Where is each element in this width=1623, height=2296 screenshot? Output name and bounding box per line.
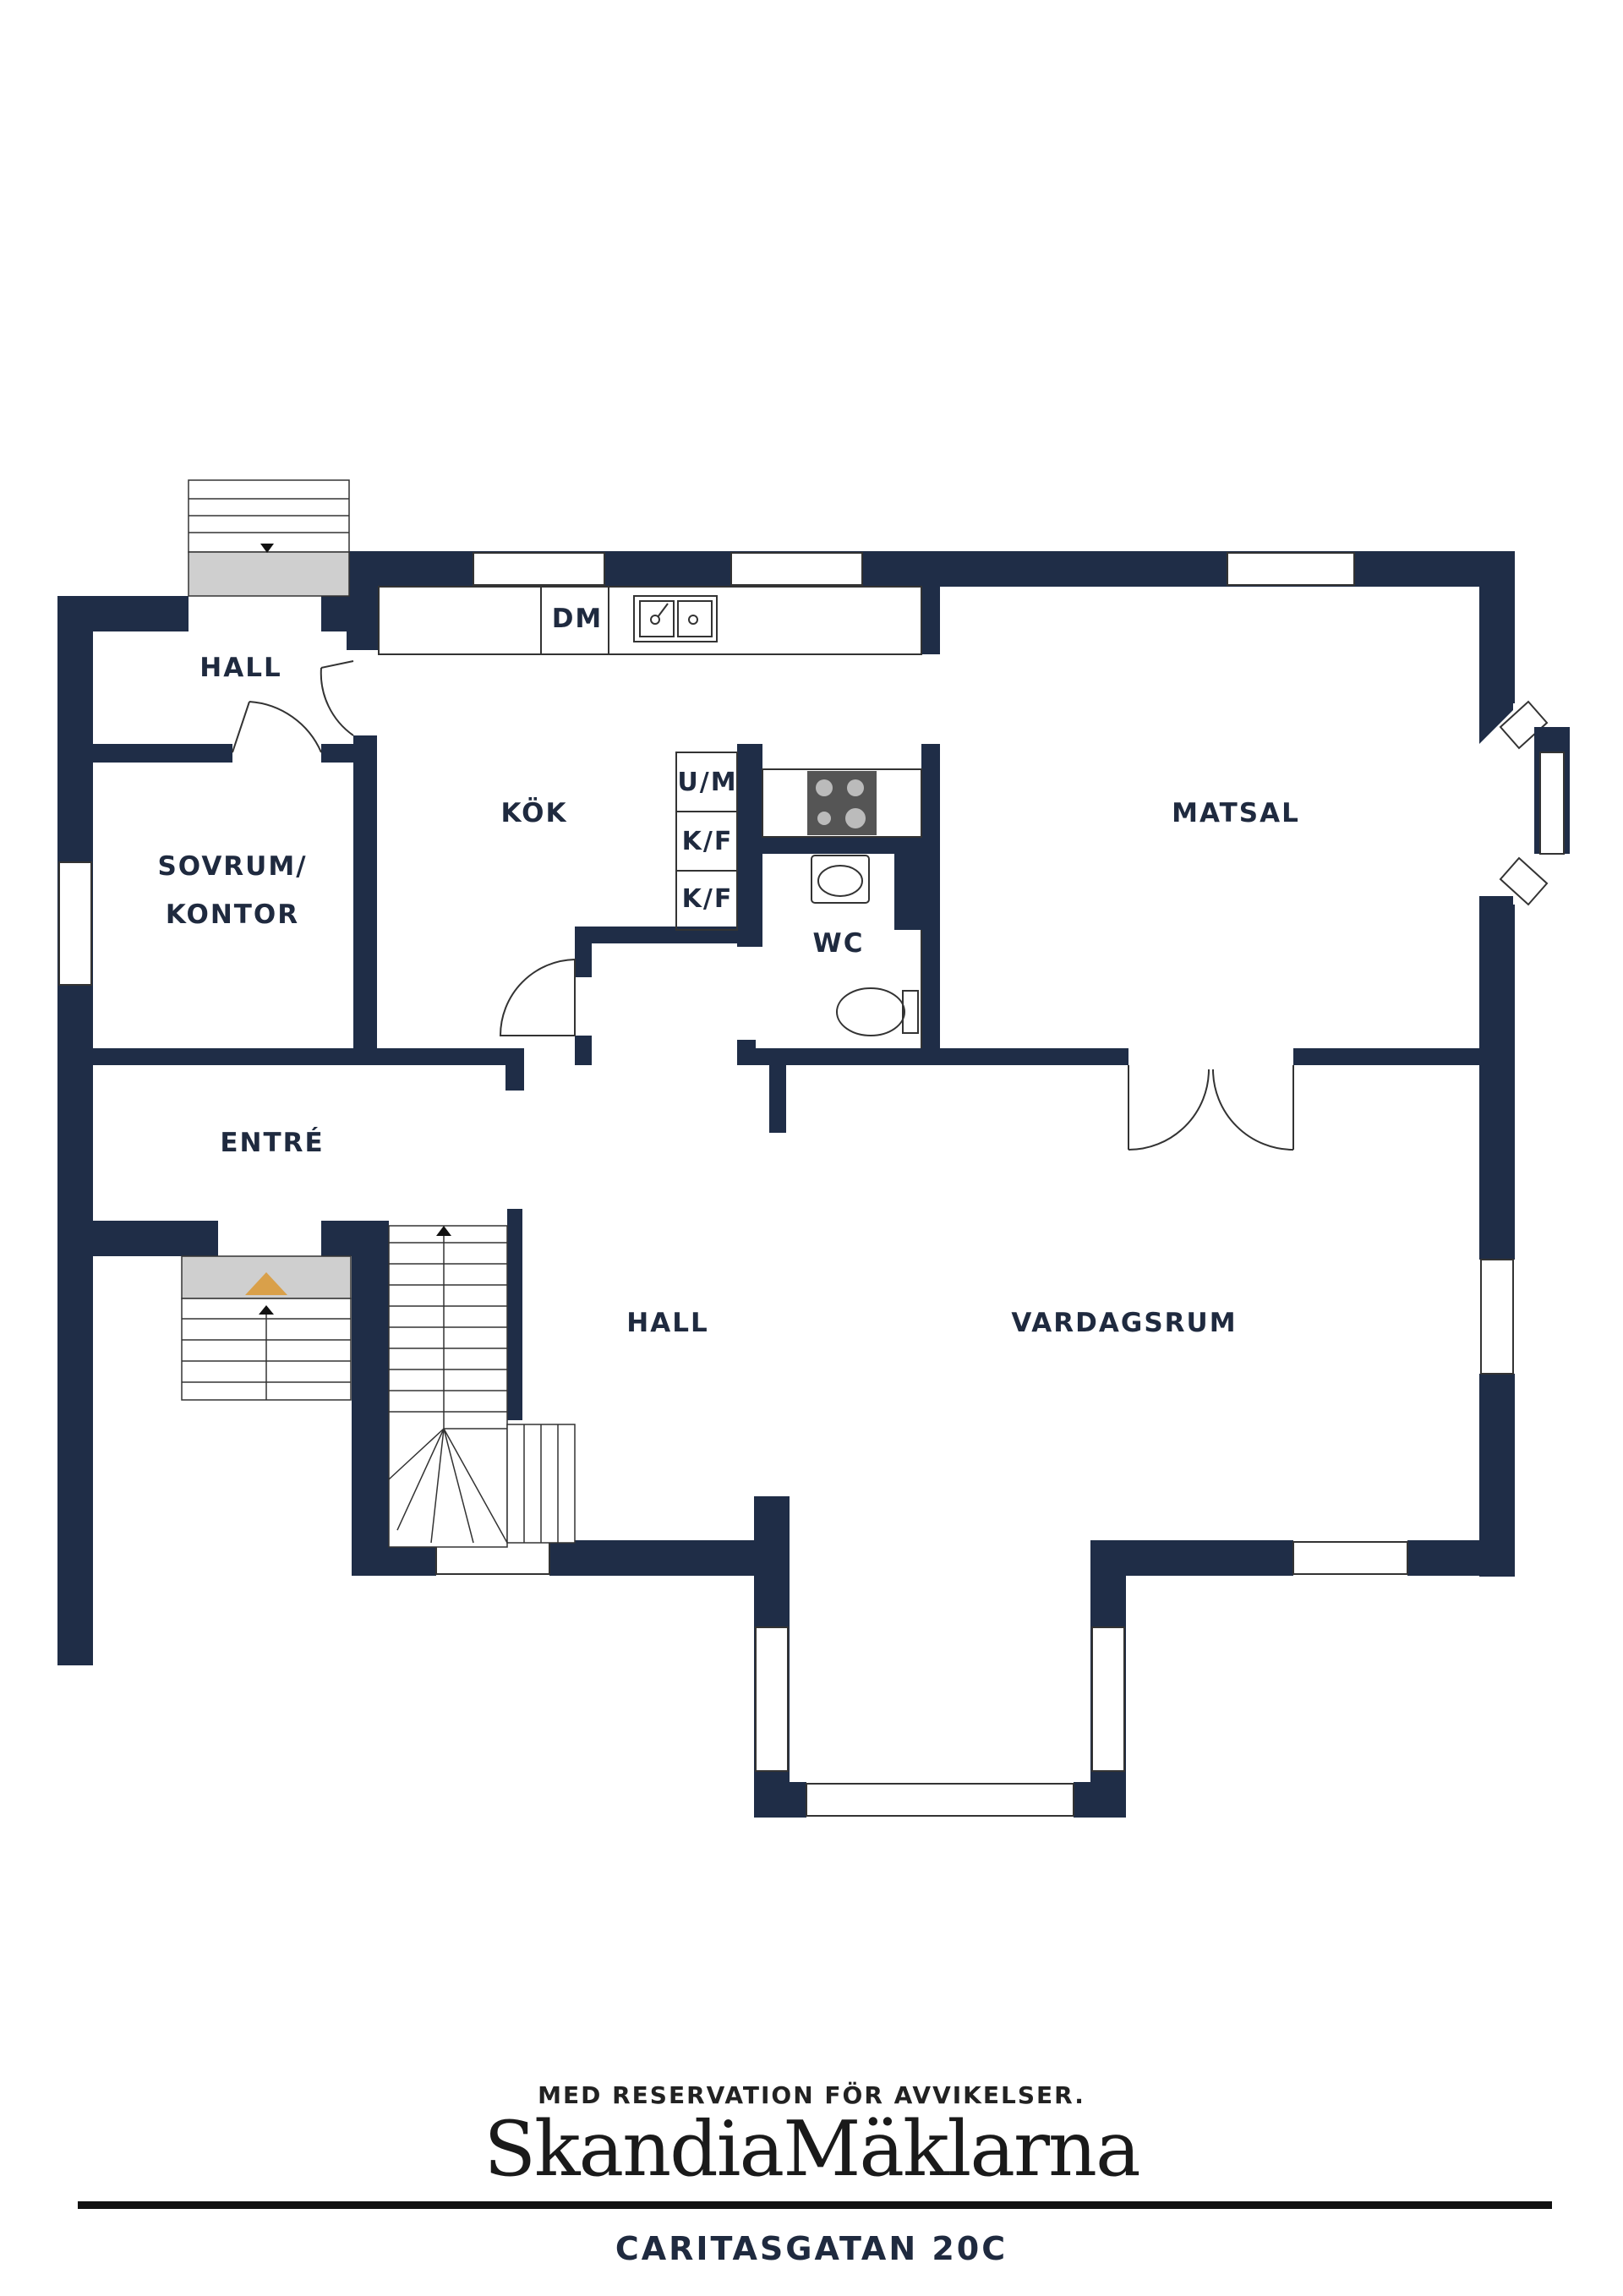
window-vardag-bottom	[1292, 1541, 1408, 1575]
room-label-matsal: MATSAL	[1172, 798, 1300, 828]
wall-vardag-stub	[769, 1048, 786, 1133]
wall-vardag-top	[744, 1048, 1128, 1065]
window-matsal	[1227, 552, 1355, 586]
wall-entre-bottom	[57, 1221, 218, 1256]
wall-stair-partition	[507, 1209, 522, 1420]
wall-corridor-left2	[575, 1036, 592, 1065]
door-kok-corridor	[499, 958, 576, 1036]
wall-right-mid	[1479, 905, 1515, 1260]
fixture-label-dm: DM	[552, 604, 604, 634]
wall-right-lower	[1479, 1374, 1515, 1577]
toilet-icon	[836, 987, 905, 1036]
property-address: CARITASGATAN 20C	[615, 2230, 1008, 2267]
window-sovrum	[58, 861, 92, 986]
wall-entre-stub	[505, 1057, 524, 1091]
room-label-kok: KÖK	[500, 797, 567, 828]
doors	[232, 660, 1294, 1151]
room-label-hall-main: HALL	[626, 1308, 708, 1338]
fixture-label-um: U/M	[677, 768, 737, 797]
room-label-sovrum-line2: KONTOR	[166, 899, 299, 930]
wall-kok-top-stub	[921, 587, 940, 654]
window-bay-bottom	[806, 1783, 1074, 1817]
entrance-marker-icon	[245, 1272, 287, 1295]
fixture-label-kf-2: K/F	[682, 884, 734, 914]
wall-wc-right	[894, 837, 928, 930]
wall-corridor-left	[575, 927, 592, 977]
window-bay-left	[755, 1626, 789, 1772]
interior-staircase	[388, 1225, 576, 1548]
footer-divider	[78, 2201, 1552, 2209]
wall-sovrum-entre	[93, 1048, 524, 1065]
exterior-stairs-top	[188, 479, 350, 597]
wall-wc-top	[737, 837, 898, 854]
window-kok-2	[730, 552, 863, 586]
door-double-vardag	[1128, 1065, 1294, 1151]
sink-icon	[633, 595, 718, 642]
window-vardag-right	[1480, 1259, 1514, 1375]
wc-fixtures	[811, 855, 919, 1036]
wall-hall-corner	[321, 596, 347, 631]
door-hall-kok	[320, 660, 354, 736]
stove-icon	[807, 771, 877, 835]
wall-hall-sovrum-b	[321, 744, 355, 763]
wall-wc-right-lower	[921, 930, 940, 1057]
room-label-vardagsrum: VARDAGSRUM	[1011, 1308, 1237, 1338]
wall-vardag-top2	[1293, 1048, 1479, 1065]
wall-bay-bottom-r	[1074, 1782, 1126, 1818]
room-label-entre: ENTRÉ	[220, 1128, 324, 1158]
kitchen-counter	[378, 586, 922, 931]
wall-left-outer	[57, 596, 93, 1665]
washbasin-icon	[811, 855, 870, 904]
wall-kok-left	[365, 735, 377, 1057]
bay-window-matsal	[1479, 700, 1570, 906]
wall-right-upper	[1479, 551, 1515, 703]
wall-bay-bottom-l	[754, 1782, 806, 1818]
window-kok-1	[473, 552, 605, 586]
disclaimer-text: MED RESERVATION FÖR AVVIKELSER.	[538, 2081, 1085, 2109]
wall-hall-right	[347, 587, 379, 650]
brand-logo: SkandiaMäklarna	[484, 2105, 1140, 2194]
room-label-hall-top: HALL	[199, 653, 281, 683]
wall-bottom-mid	[549, 1540, 776, 1576]
windows	[58, 552, 1514, 1817]
door-hall-sovrum	[232, 701, 322, 753]
window-bay-right	[1091, 1626, 1125, 1772]
exterior-stairs-entre	[181, 1255, 352, 1401]
wall-hall-sovrum-a	[93, 744, 232, 763]
room-label-sovrum-line1: SOVRUM/	[157, 851, 307, 882]
room-label-wc: WC	[813, 928, 865, 959]
wall-stair-left	[352, 1221, 389, 1576]
wall-bottom-right	[1090, 1540, 1293, 1576]
dishwasher-box	[540, 586, 609, 655]
fixture-label-kf-1: K/F	[682, 827, 734, 856]
